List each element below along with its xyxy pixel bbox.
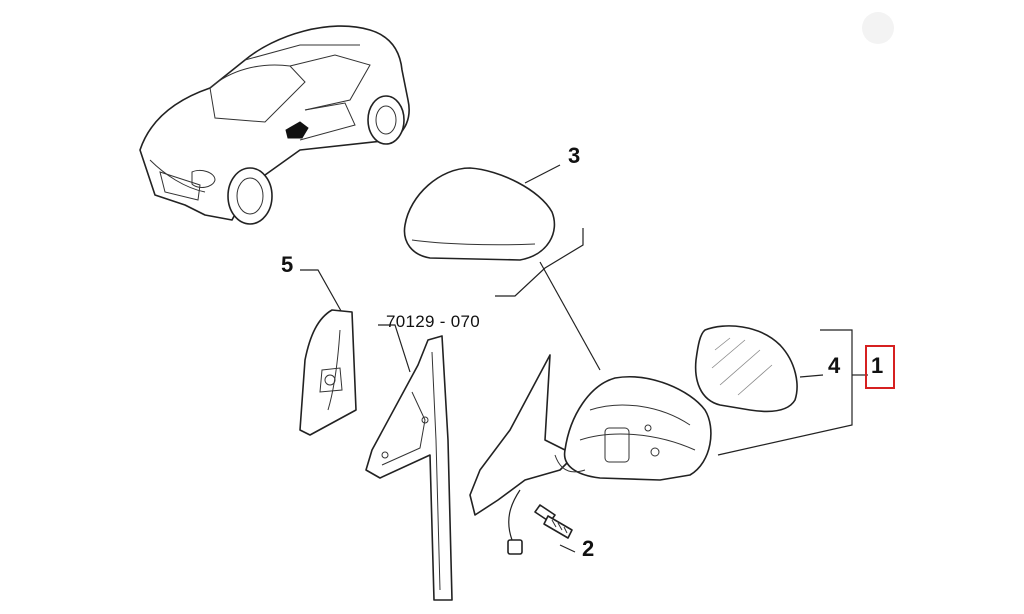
mirror-glass-part (694, 325, 798, 413)
mirror-cover-part (403, 164, 561, 261)
inner-trim-part (299, 309, 357, 436)
callout-part-number: 70129 - 070 (386, 312, 481, 331)
callout-glass: 4 (828, 353, 841, 378)
window-frame-part (365, 335, 453, 601)
callout-assembly: 1 (871, 353, 884, 378)
callout-housing-cover: 3 (568, 143, 581, 168)
decorative-dot (862, 12, 894, 44)
callout-highlight-box (865, 345, 895, 389)
screw-part (534, 504, 573, 539)
callout-inner-trim: 5 (281, 252, 294, 277)
car-overview-illustration (139, 25, 410, 225)
mirror-assembly-part (469, 354, 712, 555)
callout-screw: 2 (582, 536, 595, 561)
